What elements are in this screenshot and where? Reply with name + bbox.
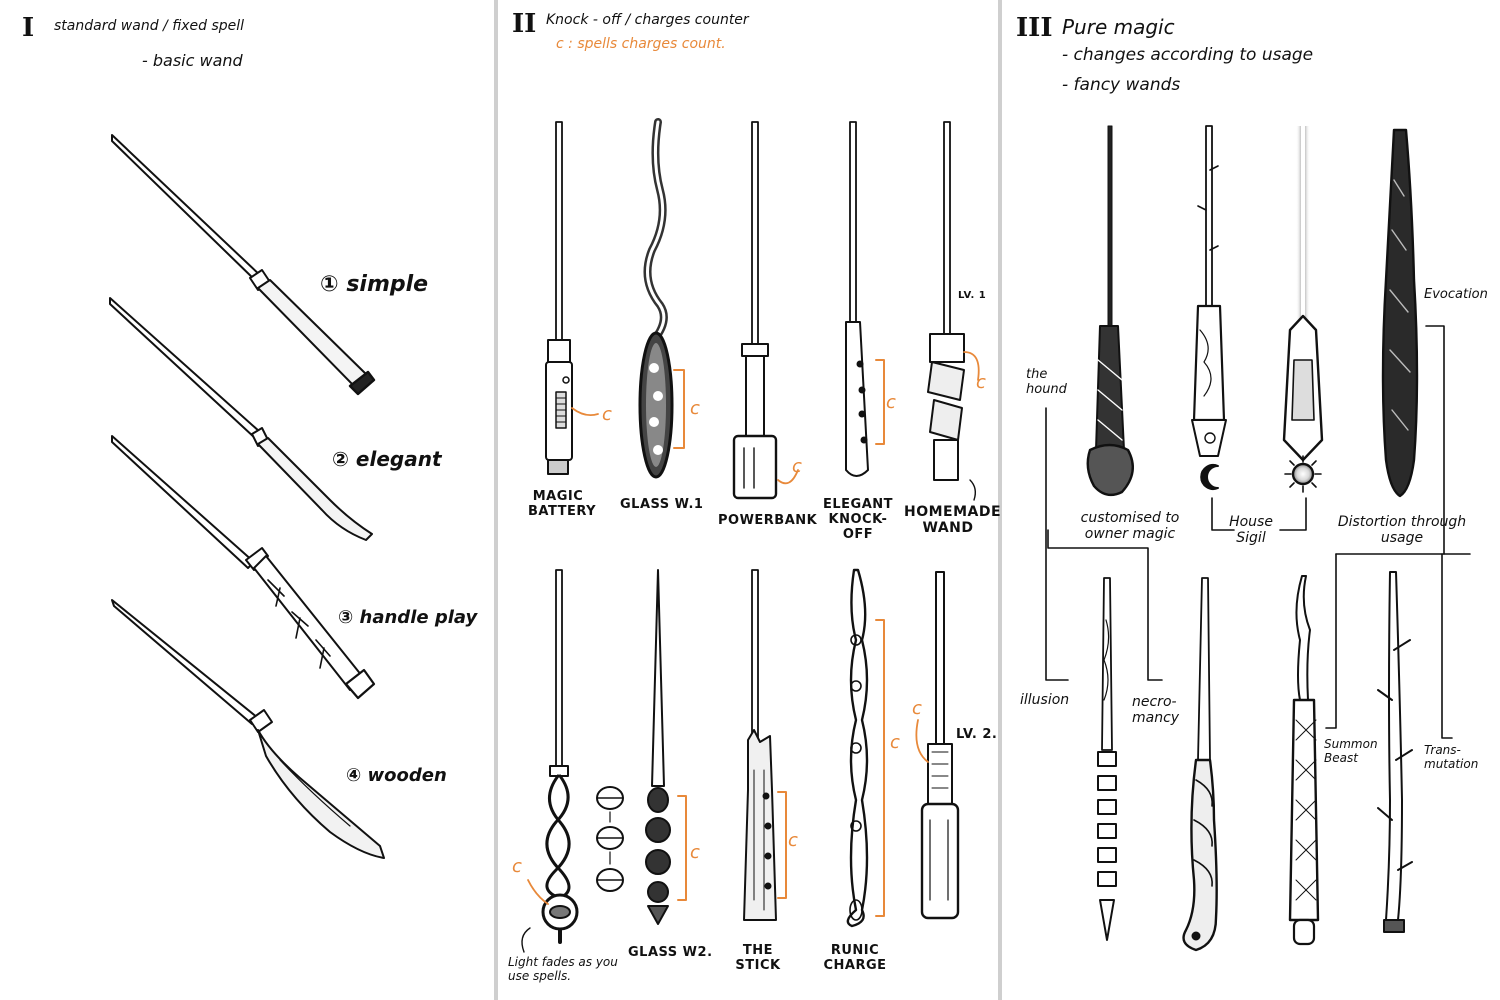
wand-simple xyxy=(111,134,376,396)
item-label: simple xyxy=(346,272,429,297)
label-elegant-knockoff: ELEGANT KNOCK-OFF xyxy=(822,497,894,542)
item-number: ② xyxy=(332,447,349,471)
wand-handle-play xyxy=(111,435,376,700)
label-homemade-wand: HOMEMADE WAND xyxy=(904,504,1002,537)
wand-runic-charge xyxy=(846,568,885,928)
item-elegant: ② elegant xyxy=(332,448,442,471)
bracket-lines xyxy=(1045,325,1471,739)
section1-numeral: I xyxy=(22,13,35,43)
panel-divider-1 xyxy=(494,0,498,1000)
charge-mark: c xyxy=(690,842,700,863)
charge-mark: c xyxy=(792,456,802,477)
wand-the-stick xyxy=(743,569,787,921)
label-runic-charge: RUNIC CHARGE xyxy=(823,943,887,973)
label-light-fades: Light fades as you use spells. xyxy=(508,955,618,983)
item-wooden: ④ wooden xyxy=(346,765,447,787)
charge-mark: c xyxy=(788,830,798,851)
wand-lv2 xyxy=(915,571,960,920)
wand-distortion xyxy=(1381,128,1419,498)
panel-divider-2 xyxy=(998,0,1002,1000)
section1-heading: standard wand / fixed spell xyxy=(54,18,245,34)
label-lv1: LV. 1 xyxy=(958,290,987,301)
label-customised: customised to owner magic xyxy=(1080,510,1180,543)
label-evocation: Evocation xyxy=(1424,287,1488,302)
section3-line-1: - changes according to usage xyxy=(1062,45,1314,65)
section2-subheading: c : spells charges count. xyxy=(556,36,726,52)
item-handle-play: ③ handle play xyxy=(338,607,478,629)
wand-transmutation xyxy=(1377,571,1413,933)
label-house-sigil: House Sigil xyxy=(1229,514,1273,547)
section2-numeral: II xyxy=(512,9,537,39)
wand-magic-battery xyxy=(545,121,599,475)
label-magic-battery: MAGIC BATTERY xyxy=(528,489,597,519)
wand-necromancy xyxy=(1182,577,1218,952)
wand-homemade xyxy=(927,121,980,501)
section2-heading: Knock - off / charges counter xyxy=(546,12,749,28)
section3-line-2: - fancy wands xyxy=(1062,75,1181,95)
charge-mark: c xyxy=(512,856,522,877)
wand-summon xyxy=(1288,575,1320,946)
item-label: handle play xyxy=(359,607,478,628)
wand-glass-w2 xyxy=(645,569,687,925)
charge-mark: c xyxy=(602,404,612,425)
section1-subheading: - basic wand xyxy=(142,51,243,70)
label-transmutation: Trans- mutation xyxy=(1424,743,1479,771)
item-simple: ① simple xyxy=(320,272,428,297)
wand-house-sigil xyxy=(1191,125,1227,490)
label-necromancy: necro- mancy xyxy=(1132,694,1180,727)
wand-wooden xyxy=(111,599,385,859)
label-the-stick: THE STICK xyxy=(735,943,781,973)
item-number: ③ xyxy=(338,607,354,628)
label-distortion: Distortion through usage xyxy=(1337,514,1467,547)
charge-mark: c xyxy=(886,392,896,413)
charge-mark: c xyxy=(890,732,900,753)
charge-mark: c xyxy=(976,372,986,393)
section3-heading: Pure magic xyxy=(1062,15,1175,39)
wand-glass-w1 xyxy=(638,118,685,479)
charge-mark: c xyxy=(912,698,922,719)
label-lv2: LV. 2. xyxy=(956,727,998,742)
label-summon-beast: Summon Beast xyxy=(1324,737,1378,765)
item-number: ① xyxy=(320,272,339,297)
wand-powerbank xyxy=(732,121,799,500)
wand-light-fades xyxy=(521,569,624,953)
wand-hound xyxy=(1086,125,1134,497)
label-powerbank: POWERBANK xyxy=(718,513,818,528)
wand-glowing xyxy=(1282,126,1324,493)
wand-elegant-knockoff xyxy=(845,121,885,477)
section3-numeral: III xyxy=(1016,13,1053,43)
item-label: elegant xyxy=(355,447,442,471)
item-number: ④ xyxy=(346,765,362,786)
wand-elegant xyxy=(109,297,373,541)
wand-illusion xyxy=(1097,577,1117,941)
label-glass-w1: GLASS W.1 xyxy=(620,497,704,512)
charge-mark: c xyxy=(690,398,700,419)
label-hound: the hound xyxy=(1026,367,1067,397)
item-label: wooden xyxy=(367,765,447,786)
label-illusion: illusion xyxy=(1020,692,1070,708)
label-glass-w2: GLASS W2. xyxy=(628,945,713,960)
